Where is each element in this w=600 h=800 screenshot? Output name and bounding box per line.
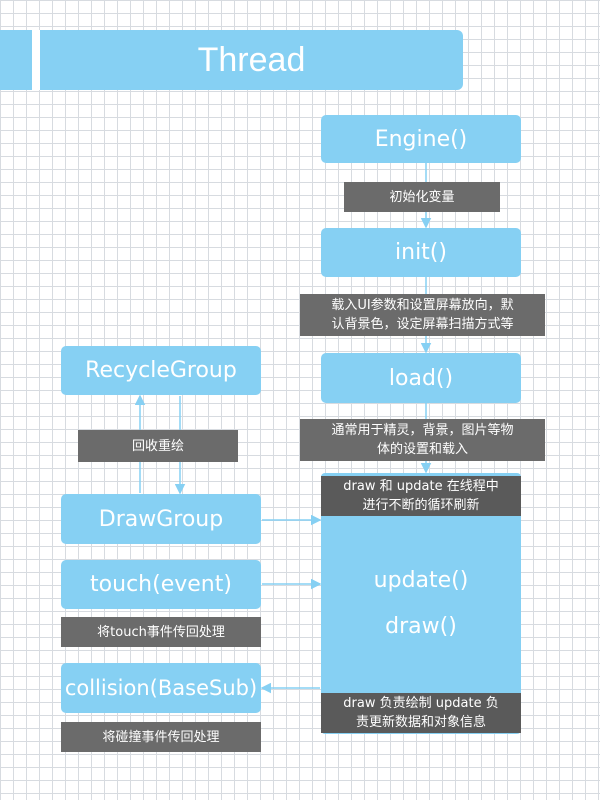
loop-desc-note: draw 和 update 在线程中 进行不断的循环刷新 bbox=[321, 476, 521, 516]
init-desc-line-2: 认背景色，设定屏幕扫描方式等 bbox=[331, 317, 514, 332]
draw-group-node: DrawGroup bbox=[61, 494, 261, 544]
init-vars-note: 初始化变量 bbox=[344, 182, 500, 212]
loop-desc-line-1: draw 和 update 在线程中 bbox=[343, 479, 499, 494]
load-desc-line-2: 体的设置和载入 bbox=[376, 442, 468, 457]
update-label: update() bbox=[373, 567, 469, 593]
collision-pass-text: 将碰撞事件传回处理 bbox=[102, 729, 220, 745]
init-desc-note: 载入UI参数和设置屏幕放向，默 认背景色，设定屏幕扫描方式等 bbox=[300, 294, 545, 336]
touch-pass-text: 将touch事件传回处理 bbox=[97, 624, 225, 640]
draw-update-desc-line-2: 责更新数据和对象信息 bbox=[355, 715, 486, 730]
draw-update-desc-note: draw 负责绘制 update 负 责更新数据和对象信息 bbox=[321, 693, 521, 733]
touch-pass-note: 将touch事件传回处理 bbox=[61, 617, 261, 647]
draw-group-label: DrawGroup bbox=[98, 506, 224, 532]
draw-label: draw() bbox=[385, 613, 457, 639]
engine-node: Engine() bbox=[321, 115, 521, 163]
load-desc-line-1: 通常用于精灵，背景，图片等物 bbox=[331, 423, 514, 438]
recycle-redraw-text: 回收重绘 bbox=[131, 438, 184, 454]
init-desc-line-1: 载入UI参数和设置屏幕放向，默 bbox=[331, 298, 514, 313]
init-node: init() bbox=[321, 228, 521, 277]
load-label: load() bbox=[388, 365, 454, 391]
collision-label: collision(BaseSub) bbox=[64, 676, 258, 700]
init-label: init() bbox=[395, 240, 447, 265]
engine-label: Engine() bbox=[374, 126, 468, 152]
collision-pass-note: 将碰撞事件传回处理 bbox=[61, 722, 261, 752]
draw-update-desc-line-1: draw 负责绘制 update 负 bbox=[343, 696, 499, 711]
title-bar: Thread bbox=[0, 30, 463, 90]
touch-node: touch(event) bbox=[61, 560, 261, 609]
update-draw-node: update() draw() bbox=[321, 473, 521, 734]
load-desc-note: 通常用于精灵，背景，图片等物 体的设置和载入 bbox=[300, 419, 545, 461]
init-vars-text: 初始化变量 bbox=[389, 189, 455, 205]
recycle-redraw-note: 回收重绘 bbox=[78, 430, 238, 462]
load-node: load() bbox=[321, 353, 521, 403]
recycle-group-node: RecycleGroup bbox=[61, 346, 261, 395]
touch-label: touch(event) bbox=[90, 572, 232, 597]
title-stripe bbox=[32, 30, 40, 90]
collision-node: collision(BaseSub) bbox=[61, 663, 261, 713]
recycle-group-label: RecycleGroup bbox=[85, 358, 237, 383]
loop-desc-line-2: 进行不断的循环刷新 bbox=[362, 498, 480, 513]
page-title: Thread bbox=[197, 40, 306, 79]
